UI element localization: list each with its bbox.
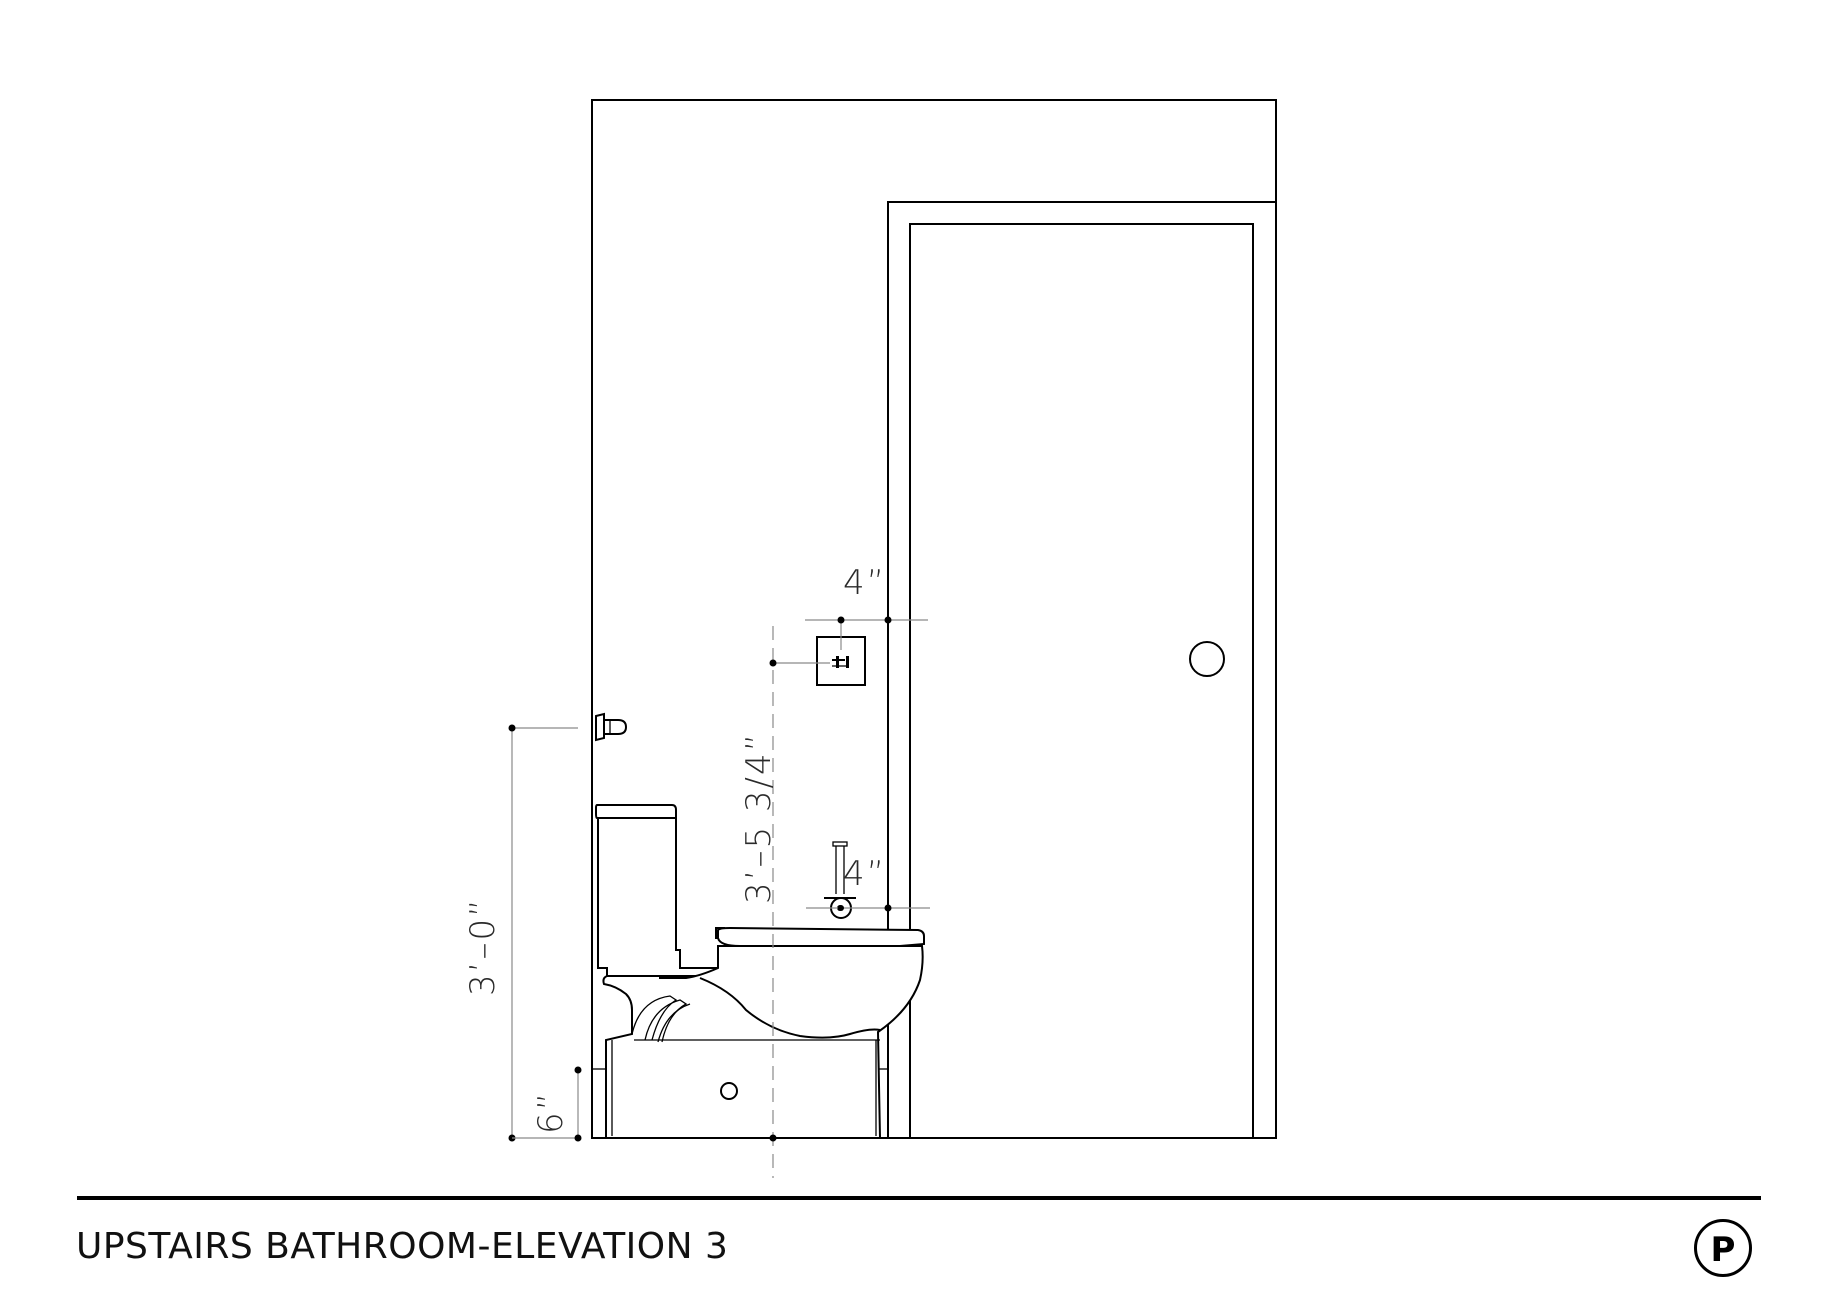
label-switch-height: 3’–5 3/4” bbox=[739, 732, 779, 904]
circle-p-logo-icon: P bbox=[1694, 1219, 1752, 1277]
toilet bbox=[595, 804, 925, 1139]
label-paper-holder-offset: 4” bbox=[843, 854, 886, 894]
dim-switch-offset bbox=[805, 616, 928, 650]
water-valve bbox=[595, 712, 628, 742]
dim-toilet-height bbox=[508, 724, 578, 1142]
label-baseboard-height: 6” bbox=[531, 1091, 571, 1134]
title-rule bbox=[77, 1196, 1761, 1200]
door-panel bbox=[909, 223, 1254, 1139]
drawing-title: UPSTAIRS BATHROOM-ELEVATION 3 bbox=[76, 1226, 729, 1267]
logo-letter: P bbox=[1710, 1230, 1736, 1270]
dim-paper-holder-offset bbox=[806, 904, 930, 912]
door-knob bbox=[1189, 641, 1225, 677]
dim-switch-height bbox=[769, 626, 830, 1178]
dim-baseboard-height bbox=[512, 1066, 582, 1142]
door-frame bbox=[887, 201, 1276, 1138]
label-toilet-height: 3’–0” bbox=[463, 897, 503, 996]
label-switch-offset: 4” bbox=[843, 563, 886, 603]
